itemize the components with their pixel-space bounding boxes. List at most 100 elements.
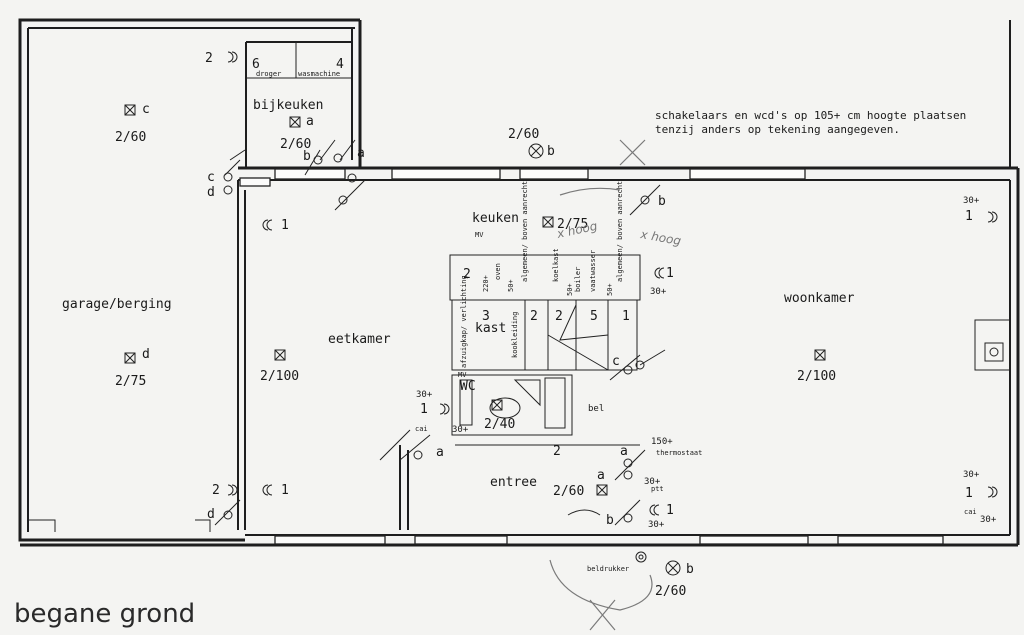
lamp-symbols: [124, 104, 826, 576]
ptt-height: 30+: [644, 477, 661, 487]
fixture-keuken-load: 2/75: [557, 217, 588, 232]
walls: [18, 18, 1020, 547]
lamp-icon: [289, 116, 301, 128]
num-3: 3: [482, 309, 490, 324]
thermostaat-height: 150+: [651, 437, 673, 447]
fixture-bijkeuken-load: 2/60: [280, 137, 311, 152]
label-droger: droger: [256, 70, 281, 78]
cai-right-height: 30+: [980, 515, 997, 525]
doorbell-icon: [635, 551, 647, 563]
socket-eetkamer-count: 1: [281, 218, 289, 233]
fixture-d-letter: d: [142, 347, 150, 362]
room-entree: entree: [490, 475, 537, 490]
socket-garage-count: 2: [212, 483, 220, 498]
fixture-wc-load: 2/40: [484, 417, 515, 432]
cai-height: 30+: [452, 425, 469, 435]
switch-b-bijkeuken: b: [303, 149, 311, 164]
room-bijkeuken: bijkeuken: [253, 98, 323, 113]
socket-kitchen-height: 30+: [650, 287, 667, 297]
fixture-hall-load: 2/60: [508, 127, 539, 142]
socket-bijkeuken-count: 2: [205, 51, 213, 66]
fixture-woonkamer-load: 2/100: [797, 369, 836, 384]
label-afzuigkap: afzuigkap/ verlichting: [460, 275, 468, 368]
switch-d-garage: d: [207, 507, 215, 522]
socket-woon-count-1: 1: [965, 209, 973, 224]
label-koelkast: koelkast: [552, 248, 560, 282]
switch-c: c: [207, 170, 215, 185]
num-1: 1: [622, 309, 630, 324]
fixture-bijkeuken-letter: a: [306, 114, 314, 129]
fixture-entree-load: 2/60: [553, 484, 584, 499]
height-2: 50+: [566, 283, 574, 296]
room-keuken: keuken: [472, 211, 519, 226]
switch-a-entree: a: [436, 445, 444, 460]
label-bel: bel: [588, 404, 604, 414]
label-vaatwasser: vaatwasser: [589, 250, 597, 292]
label-wasmachine: wasmachine: [298, 70, 340, 78]
fixture-front-load: 2/60: [655, 584, 686, 599]
pencil-marks: [549, 139, 653, 631]
socket-woon-height-1: 30+: [963, 196, 980, 206]
room-woonkamer: woonkamer: [784, 291, 855, 306]
room-wc: WC: [460, 379, 476, 394]
label-cai-left: cai: [415, 425, 428, 433]
num-5: 5: [590, 309, 598, 324]
wasmachine-count: 4: [336, 57, 344, 72]
room-garage: garage/berging: [62, 297, 172, 312]
droger-count: 6: [252, 57, 260, 72]
switch-d: d: [207, 185, 215, 200]
socket-eet-low-count: 1: [281, 483, 289, 498]
socket-wc-count: 1: [420, 402, 428, 417]
windows: [239, 168, 944, 545]
lamp-icon: [542, 216, 554, 228]
switch-c-stair: c: [612, 354, 620, 369]
label-cai-right: cai: [964, 508, 977, 516]
fixture-hall-letter: b: [547, 144, 555, 159]
label-boiler: boiler: [574, 267, 582, 292]
lamp-icon: [814, 349, 826, 361]
lamp-icon: [665, 560, 681, 576]
lamp-icon: [274, 349, 286, 361]
fixture-front-letter: b: [686, 562, 694, 577]
lamp-icon: [124, 352, 136, 364]
pencil-note-2: x hoog: [638, 227, 682, 248]
socket-entree-height: 30+: [648, 520, 665, 530]
core-block: [399, 254, 1011, 530]
label-oven: oven: [494, 263, 502, 280]
note-line-1: schakelaars en wcd's op 105+ cm hoogte p…: [655, 109, 966, 122]
label-algemeen-1: algemeen/ boven aanrecht: [521, 181, 529, 282]
label-ptt: ptt: [651, 485, 664, 493]
socket-woon-count-2: 1: [965, 486, 973, 501]
room-kast: kast: [475, 321, 506, 336]
label-algemeen-2: algemeen/ boven aanrecht: [616, 181, 624, 282]
height-1: 50+: [507, 279, 515, 292]
fixture-d-load: 2/75: [115, 374, 146, 389]
lamp-icon: [596, 484, 608, 496]
label-thermostaat: thermostaat: [656, 449, 702, 457]
fixture-c-letter: c: [142, 102, 150, 117]
switch-symbols: [214, 51, 998, 526]
socket-kitchen-count: 1: [666, 266, 674, 281]
label-mv-top: MV: [475, 231, 484, 239]
socket-entree-count: 1: [666, 503, 674, 518]
switch-a-hall: a: [620, 444, 628, 459]
fixture-eetkamer-load: 2/100: [260, 369, 299, 384]
label-beldrukker: beldrukker: [587, 565, 629, 573]
note-line-2: tenzij anders op tekening aangegeven.: [655, 123, 900, 136]
page-title: begane grond: [14, 599, 195, 629]
socket-woon-height-2: 30+: [963, 470, 980, 480]
lamp-icon: [528, 143, 544, 159]
height-3: 50+: [606, 283, 614, 296]
label-mv-wc: MV: [458, 371, 467, 379]
room-eetkamer: eetkamer: [328, 332, 391, 347]
switch-b-keuken: b: [658, 194, 666, 209]
height-oven: 220+: [482, 275, 490, 292]
fixture-c-load: 2/60: [115, 130, 146, 145]
count-vr: 2: [463, 267, 471, 282]
fixture-entree-letter: a: [597, 468, 605, 483]
lamp-icon: [491, 399, 503, 411]
switch-a-bijkeuken: a: [357, 146, 365, 161]
switch-b-entree: b: [606, 513, 614, 528]
